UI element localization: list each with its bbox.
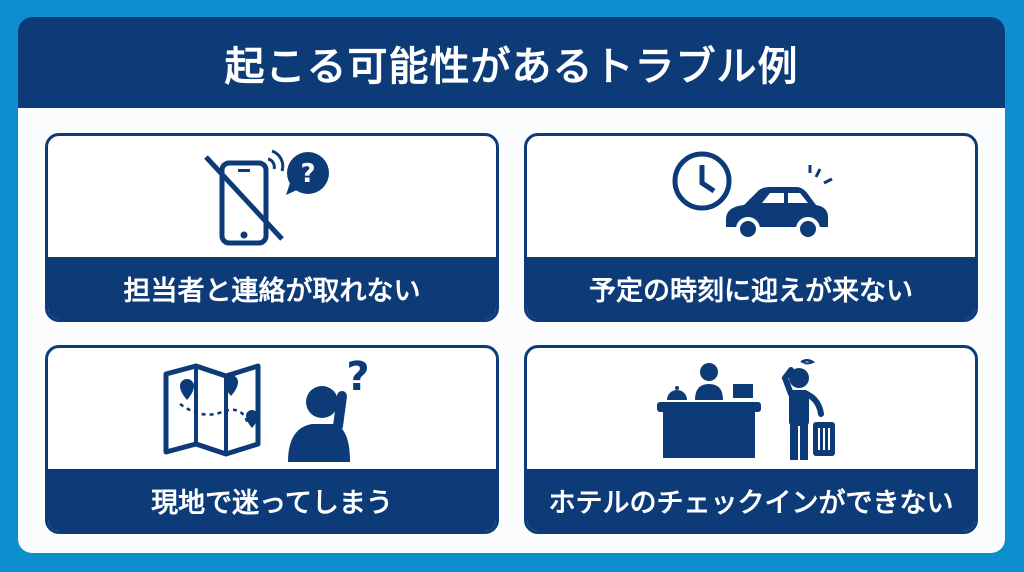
question-mark: ?	[300, 159, 315, 189]
card-checkin-fail: ホテルのチェックインができない	[524, 345, 978, 534]
card-late-pickup: 予定の時刻に迎えが来ない	[524, 133, 978, 322]
no-phone-icon: ?	[48, 136, 496, 257]
header: 起こる可能性があるトラブル例	[18, 17, 1005, 108]
card-label: 予定の時刻に迎えが来ない	[527, 257, 975, 319]
card-label: 担当者と連絡が取れない	[48, 257, 496, 319]
card-lost: ? 現地で迷ってしまう	[45, 345, 499, 534]
hotel-reception-icon	[527, 348, 975, 469]
map-confused-person-icon: ?	[48, 348, 496, 469]
main-panel: 起こる可能性があるトラブル例 ? 担当者と連絡が取れない	[18, 17, 1005, 553]
clock-car-icon	[527, 136, 975, 257]
question-mark: ?	[346, 354, 369, 400]
card-no-contact: ? 担当者と連絡が取れない	[45, 133, 499, 322]
card-label: ホテルのチェックインができない	[527, 469, 975, 531]
card-label: 現地で迷ってしまう	[48, 469, 496, 531]
page-title: 起こる可能性があるトラブル例	[224, 43, 799, 90]
